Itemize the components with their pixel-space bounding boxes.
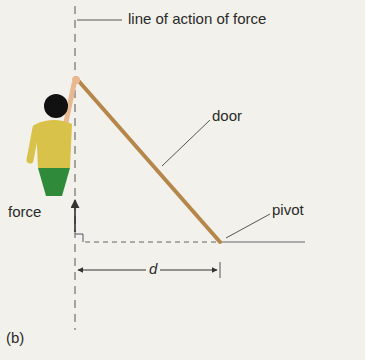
- door: [76, 78, 220, 242]
- perpendicular-line: [85, 242, 220, 243]
- dimension-label: d: [146, 261, 160, 278]
- force-label: force: [8, 204, 41, 221]
- right-angle-mark: [75, 234, 83, 242]
- line-of-action: [75, 6, 76, 330]
- title-label: line of action of force: [128, 11, 266, 28]
- person: [30, 76, 80, 196]
- figure-label: (b): [6, 330, 24, 347]
- leader-line: [226, 214, 270, 238]
- part-label: door: [212, 108, 242, 125]
- pivot-line: [220, 241, 305, 242]
- leader-line: [162, 120, 210, 166]
- leader-line: [77, 20, 122, 21]
- force-arrow: [74, 200, 76, 232]
- tick: [220, 262, 221, 278]
- part-label: pivot: [272, 202, 304, 219]
